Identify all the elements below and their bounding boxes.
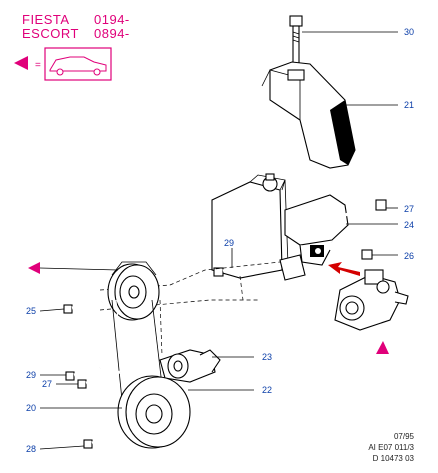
callout-26: 26 bbox=[404, 251, 414, 261]
bolt-25 bbox=[63, 300, 103, 314]
callout-21: 21 bbox=[404, 100, 414, 110]
legend-box bbox=[44, 47, 112, 81]
model-date-escort: 0894- bbox=[94, 26, 130, 41]
callout-25: 25 bbox=[26, 306, 36, 316]
vehicle-legend: = bbox=[14, 47, 112, 81]
bolt-27-lower bbox=[77, 370, 121, 389]
model-date-fiesta: 0194- bbox=[94, 12, 130, 27]
marker-triangle-icon bbox=[376, 341, 389, 354]
callout-27: 27 bbox=[404, 204, 414, 214]
model-fiesta-row: FIESTA 0194- bbox=[22, 12, 130, 27]
footer-ref: AI E07 011/3 bbox=[368, 443, 414, 452]
callout-27: 27 bbox=[42, 379, 52, 389]
footer-date: 07/95 bbox=[393, 432, 414, 441]
direction-arrow-icon bbox=[328, 262, 360, 276]
tensioner-23 bbox=[159, 349, 221, 383]
model-name-fiesta: FIESTA bbox=[22, 12, 70, 27]
drive-belt-20 bbox=[111, 299, 163, 401]
model-escort-row: ESCORT 0894- bbox=[22, 26, 130, 41]
callout-22: 22 bbox=[262, 385, 272, 395]
marker-triangle-icon bbox=[28, 262, 40, 274]
callout-23: 23 bbox=[262, 352, 272, 362]
bracket-24 bbox=[279, 194, 349, 281]
callout-28: 28 bbox=[26, 444, 36, 454]
footer-doc: D 10473 03 bbox=[372, 454, 414, 463]
bolt-29-upper bbox=[213, 264, 244, 277]
svg-text:=: = bbox=[35, 60, 41, 71]
belt-cover-21 bbox=[261, 61, 356, 169]
callout-29: 29 bbox=[224, 238, 234, 248]
pointer-triangle-icon bbox=[14, 56, 28, 70]
bolt-28 bbox=[83, 430, 123, 449]
bolt-30 bbox=[289, 15, 303, 72]
callout-labels: 30 21 27 24 29 26 25 23 29 27 22 20 28 bbox=[26, 27, 414, 454]
callout-30: 30 bbox=[404, 27, 414, 37]
bolt-29-lower bbox=[65, 366, 101, 381]
callout-29: 29 bbox=[26, 370, 36, 380]
model-name-escort: ESCORT bbox=[22, 26, 79, 41]
power-steering-pump bbox=[334, 269, 409, 331]
crank-pulley-22 bbox=[117, 375, 191, 449]
bolt-26 bbox=[331, 240, 373, 260]
callout-20: 20 bbox=[26, 403, 36, 413]
bolt-27-upper bbox=[344, 199, 387, 217]
car-icon bbox=[49, 56, 107, 72]
callout-24: 24 bbox=[404, 220, 414, 230]
engine-housing bbox=[211, 173, 289, 279]
leader-lines bbox=[39, 31, 398, 450]
upper-pulley bbox=[107, 261, 160, 321]
